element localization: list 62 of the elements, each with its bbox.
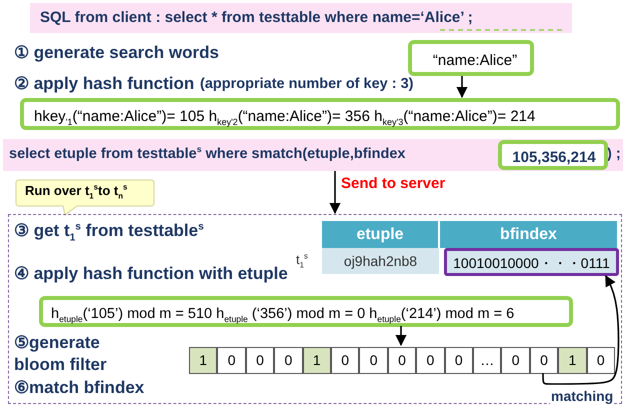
server-panel <box>8 214 622 404</box>
bit-cell <box>530 347 558 374</box>
bit-cell <box>331 347 360 374</box>
table-header-cell: etuple <box>322 221 439 248</box>
box-text: select etuple from testtable$^{s}$ where smatch(etuple,bfindex <box>9 146 406 162</box>
bit-value: 0 <box>425 352 436 368</box>
box-text: “name:Alice” <box>432 52 518 69</box>
arrow <box>542 275 620 385</box>
bit-value: 1 <box>198 352 208 368</box>
bit-cell <box>302 347 331 374</box>
bit-value: 1 <box>567 352 578 368</box>
bit-value: 0 <box>255 352 265 368</box>
query-band <box>3 139 623 171</box>
edge-label: matching <box>550 388 614 404</box>
step-text: ① generate search words <box>14 42 219 63</box>
bit-cell <box>359 347 388 374</box>
box-text: 105,356,214 <box>511 149 597 166</box>
step-text: ② apply hash function <box>14 73 194 94</box>
table-cell: oj9hah2nb8 <box>322 248 439 274</box>
bit-value: 0 <box>368 352 378 368</box>
hash-values-box <box>20 98 620 130</box>
bit-cell <box>416 347 445 374</box>
note-text: (appropriate number of key : 3) <box>200 76 414 92</box>
bit-value: 0 <box>510 352 520 368</box>
bit-value: 0 <box>454 352 464 368</box>
bit-cell <box>586 347 615 374</box>
callout-bubble <box>15 179 155 216</box>
bit-value: 0 <box>596 352 606 368</box>
search-word-box <box>408 40 534 76</box>
query-band <box>30 3 572 33</box>
bit-cell <box>217 347 246 374</box>
bit-cell <box>388 347 416 374</box>
bit-cell <box>246 347 274 374</box>
bit-value: 0 <box>397 352 407 368</box>
arrow <box>395 326 407 346</box>
arrow <box>456 76 468 98</box>
bit-value: 0 <box>539 352 549 368</box>
step-text: ④ apply hash function with etuple <box>14 263 288 284</box>
hash-values-box <box>498 140 608 170</box>
bit-cell <box>473 347 502 374</box>
bloom-filter-row <box>189 347 615 374</box>
bit-cell <box>558 347 587 374</box>
hash-values-box <box>39 296 573 327</box>
bit-cell <box>501 347 530 374</box>
table-header-cell: bfindex <box>440 221 618 248</box>
box-text: SQL from client : select * from testtable where name=‘Alice’ ; <box>40 9 473 26</box>
bit-cell <box>444 347 473 374</box>
bfindex-cell <box>444 248 619 276</box>
box-text: h$_{etuple}$(‘105’) mod m = 510 h$_{etuple}$ (‘356’) mod m = 0 h$_{etuple}$(‘214’) mod m = 6 <box>51 306 514 322</box>
box-text: hkey$_{'1}$(“name:Alice”)= 105 h$_{key'2}$(“name:Alice”)= 356 h$_{key'3}$(“name:Alice”)= 214 <box>34 108 536 125</box>
step-text: ③ get t$_{1}$$^{s}$ from testtable$^{s}$ <box>14 220 204 241</box>
bit-value: 0 <box>226 352 236 368</box>
step-text: ⑥match bfindex <box>14 377 144 398</box>
bit-value: 0 <box>283 352 294 368</box>
box-text: 10010010000・・・0111 <box>452 255 611 273</box>
bit-cell <box>274 347 303 374</box>
bit-value: 1 <box>312 352 322 368</box>
bit-value: 0 <box>340 352 350 368</box>
step-text: ⑤generate bloom filter <box>14 332 108 376</box>
bit-value: … <box>479 352 496 368</box>
bit-cell <box>189 347 218 374</box>
arrow <box>329 171 341 214</box>
